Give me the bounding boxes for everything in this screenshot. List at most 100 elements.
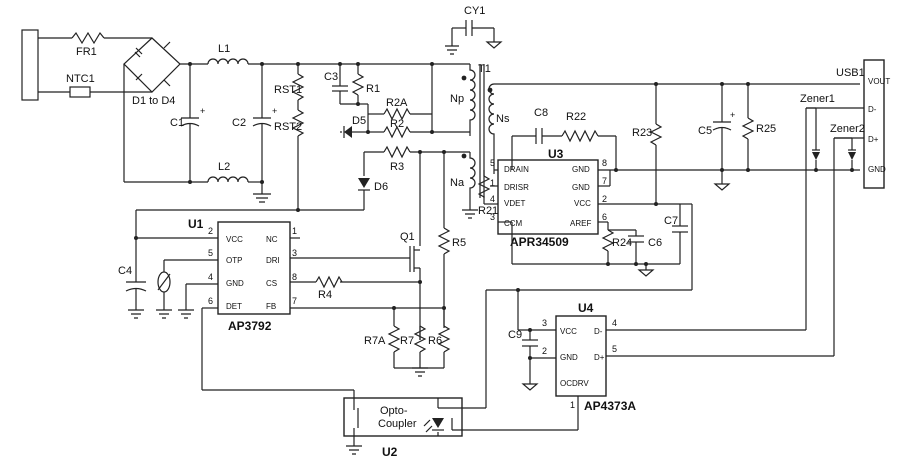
usb-pin-gnd: GND — [868, 165, 886, 174]
d1-d4-label: D1 to D4 — [132, 95, 175, 107]
c4-label: C4 — [118, 265, 132, 277]
r25-label: R25 — [756, 123, 776, 135]
r25-resistor — [741, 117, 755, 140]
opto-label-2: Coupler — [378, 418, 417, 430]
ac-plug — [21, 29, 39, 101]
usb1-label: USB1 — [836, 67, 865, 79]
c9-label: C9 — [508, 329, 522, 341]
c3-label: C3 — [324, 71, 338, 83]
svg-text:3: 3 — [490, 212, 495, 222]
u1-label: U1 — [188, 217, 204, 231]
svg-text:3: 3 — [542, 318, 547, 328]
opto-led — [432, 418, 444, 428]
svg-text:2: 2 — [208, 226, 213, 236]
r2-label: R2 — [390, 118, 404, 130]
u4-ap4373a-chip — [555, 315, 607, 397]
apr34509-pin-aref: AREF — [570, 219, 591, 228]
c6-label: C6 — [648, 237, 662, 249]
r5-label: R5 — [452, 237, 466, 249]
r24-label: R24 — [612, 237, 632, 249]
ap3792-pin-gnd: GND — [226, 279, 244, 288]
c1-label: C1 — [170, 117, 184, 129]
np-label: Np — [450, 93, 464, 105]
c2-label: C2 — [232, 117, 246, 129]
u2-label: U2 — [382, 445, 398, 459]
r6-label: R6 — [428, 335, 442, 347]
svg-text:5: 5 — [612, 344, 617, 354]
opto-label-1: Opto- — [380, 405, 408, 417]
na-label: Na — [450, 177, 465, 189]
d6-label: D6 — [374, 181, 388, 193]
usb-pin-vout: VOUT — [868, 77, 890, 86]
zener1-diode — [812, 152, 820, 160]
ap3792-pin-dri: DRI — [266, 256, 280, 265]
np-winding — [469, 64, 476, 136]
u2-opto-coupler — [343, 397, 463, 437]
ap3792-pin-otp: OTP — [226, 256, 242, 265]
ap4373a-pin-gnd: GND — [560, 353, 578, 362]
ns-label: Ns — [496, 113, 510, 125]
ap3792-name: AP3792 — [228, 319, 272, 333]
ap4373a-pin-ocdrv: OCDRV — [560, 379, 589, 388]
zener2-label: Zener2 — [830, 123, 865, 135]
r23-resistor — [649, 123, 663, 146]
svg-text:8: 8 — [292, 272, 297, 282]
r5-resistor — [437, 227, 451, 255]
zener2-diode — [848, 152, 856, 160]
svg-text:4: 4 — [208, 272, 213, 282]
rst2-label: RST2 — [274, 121, 302, 133]
zener1-label: Zener1 — [800, 93, 835, 105]
svg-text:1: 1 — [570, 400, 575, 410]
apr34509-pin-ccm: CCM — [504, 219, 523, 228]
ap3792-pin-fb: FB — [266, 302, 276, 311]
d5-diode — [344, 126, 352, 138]
u3-apr34509-chip — [497, 159, 599, 235]
ap3792-pin-det: DET — [226, 302, 242, 311]
apr34509-pin-vcc: VCC — [574, 199, 591, 208]
r24-resistor — [601, 229, 615, 252]
ap3792-pin-nc: NC — [266, 235, 278, 244]
svg-text:1: 1 — [292, 226, 297, 236]
apr34509-name: APR34509 — [510, 235, 569, 249]
svg-text:+: + — [272, 106, 277, 116]
r23-label: R23 — [632, 127, 652, 139]
r2-resistor — [383, 125, 411, 139]
svg-text:4: 4 — [612, 318, 617, 328]
r7a-resistor — [387, 325, 401, 353]
usb-pin-dp: D+ — [868, 135, 879, 144]
l1-label: L1 — [218, 43, 230, 55]
r1-label: R1 — [366, 83, 380, 95]
l2-label: L2 — [218, 161, 230, 173]
svg-text:7: 7 — [292, 296, 297, 306]
apr34509-pin-drain: DRAIN — [504, 165, 529, 174]
l1-inductor — [207, 58, 249, 65]
r21-resistor — [477, 175, 491, 198]
svg-text:7: 7 — [602, 176, 607, 186]
r4-label: R4 — [318, 289, 332, 301]
r22-label: R22 — [566, 111, 586, 123]
r6-resistor — [437, 325, 451, 353]
r2a-resistor — [383, 107, 411, 121]
d5-label: D5 — [352, 115, 366, 127]
svg-text:1: 1 — [490, 178, 495, 188]
ap4373a-pin-dp: D+ — [594, 353, 605, 362]
svg-text:2: 2 — [602, 194, 607, 204]
ap4373a-pin-vcc: VCC — [560, 327, 577, 336]
svg-text:5: 5 — [208, 248, 213, 258]
svg-text:3: 3 — [292, 248, 297, 258]
r2a-label: R2A — [386, 97, 408, 109]
ap3792-pin-cs: CS — [266, 279, 277, 288]
apr34509-pin-vdet: VDET — [504, 199, 525, 208]
rst1-resistor — [291, 73, 305, 101]
ns-winding — [488, 83, 495, 174]
u3-label: U3 — [548, 147, 564, 161]
apr34509-pin-drisr: DRISR — [504, 183, 529, 192]
r4-resistor — [315, 275, 343, 289]
r22-resistor — [561, 129, 599, 143]
r3-label: R3 — [390, 161, 404, 173]
svg-text:6: 6 — [208, 296, 213, 306]
r7a-label: R7A — [364, 335, 386, 347]
rst1-label: RST1 — [274, 84, 302, 96]
d6-diode — [358, 178, 370, 188]
